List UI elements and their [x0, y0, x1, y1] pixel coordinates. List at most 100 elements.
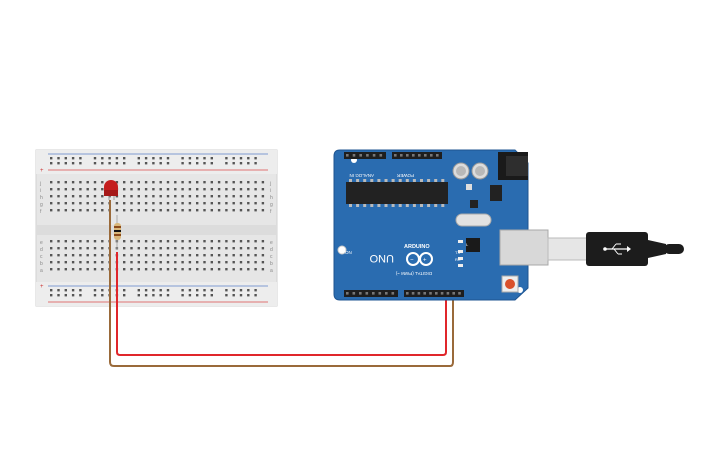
- breadboard-hole[interactable]: [174, 240, 177, 243]
- breadboard-hole[interactable]: [93, 157, 97, 160]
- breadboard-hole[interactable]: [261, 181, 265, 184]
- breadboard-hole[interactable]: [79, 202, 82, 205]
- breadboard-hole[interactable]: [181, 181, 184, 184]
- breadboard-hole[interactable]: [232, 294, 235, 297]
- breadboard-hole[interactable]: [181, 209, 184, 212]
- breadboard-hole[interactable]: [79, 294, 82, 297]
- breadboard-hole[interactable]: [181, 195, 184, 198]
- breadboard-hole[interactable]: [247, 289, 250, 292]
- breadboard-hole[interactable]: [196, 195, 199, 198]
- wires[interactable]: [109, 200, 454, 367]
- digital-pin[interactable]: [391, 292, 395, 295]
- breadboard-hole[interactable]: [166, 268, 170, 271]
- breadboard-hole[interactable]: [64, 268, 67, 271]
- breadboard-hole[interactable]: [203, 181, 206, 184]
- breadboard-hole[interactable]: [71, 294, 75, 297]
- breadboard-hole[interactable]: [166, 157, 170, 160]
- breadboard-hole[interactable]: [64, 247, 67, 250]
- breadboard-hole[interactable]: [181, 294, 184, 297]
- breadboard-hole[interactable]: [196, 247, 199, 250]
- breadboard-hole[interactable]: [232, 209, 235, 212]
- breadboard-hole[interactable]: [71, 247, 75, 250]
- breadboard-hole[interactable]: [130, 261, 133, 264]
- breadboard-hole[interactable]: [71, 202, 75, 205]
- breadboard-hole[interactable]: [188, 157, 192, 160]
- breadboard-hole[interactable]: [130, 240, 133, 243]
- breadboard-hole[interactable]: [217, 254, 221, 257]
- digital-pin[interactable]: [385, 292, 388, 295]
- breadboard-hole[interactable]: [144, 294, 148, 297]
- breadboard-hole[interactable]: [137, 195, 140, 198]
- breadboard-hole[interactable]: [247, 247, 250, 250]
- breadboard-hole[interactable]: [64, 209, 67, 212]
- breadboard-hole[interactable]: [144, 157, 148, 160]
- breadboard-hole[interactable]: [174, 195, 177, 198]
- breadboard-hole[interactable]: [115, 181, 119, 184]
- breadboard-hole[interactable]: [71, 188, 75, 191]
- breadboard-hole[interactable]: [64, 261, 67, 264]
- breadboard-hole[interactable]: [210, 188, 213, 191]
- breadboard-hole[interactable]: [130, 247, 133, 250]
- power-pin[interactable]: [424, 154, 427, 157]
- breadboard-hole[interactable]: [247, 261, 250, 264]
- breadboard-hole[interactable]: [71, 209, 75, 212]
- breadboard-hole[interactable]: [86, 254, 89, 257]
- breadboard-hole[interactable]: [79, 247, 82, 250]
- breadboard-hole[interactable]: [217, 181, 221, 184]
- analog-header[interactable]: [344, 152, 386, 159]
- breadboard-hole[interactable]: [93, 261, 97, 264]
- analog-pin[interactable]: [359, 154, 362, 157]
- breadboard-hole[interactable]: [130, 254, 133, 257]
- breadboard-hole[interactable]: [188, 195, 192, 198]
- breadboard-hole[interactable]: [239, 289, 243, 292]
- breadboard-hole[interactable]: [188, 254, 192, 257]
- breadboard-hole[interactable]: [123, 289, 126, 292]
- breadboard-hole[interactable]: [101, 289, 104, 292]
- breadboard-hole[interactable]: [174, 254, 177, 257]
- breadboard-hole[interactable]: [137, 181, 140, 184]
- breadboard-hole[interactable]: [159, 261, 162, 264]
- digital-pin[interactable]: [446, 292, 450, 295]
- breadboard-hole[interactable]: [166, 289, 170, 292]
- breadboard-hole[interactable]: [50, 188, 53, 191]
- breadboard-hole[interactable]: [71, 268, 75, 271]
- breadboard-hole[interactable]: [130, 188, 133, 191]
- breadboard-hole[interactable]: [254, 202, 257, 205]
- breadboard-hole[interactable]: [50, 157, 53, 160]
- breadboard-hole[interactable]: [232, 240, 235, 243]
- reset-button-cap[interactable]: [505, 279, 515, 289]
- breadboard-hole[interactable]: [144, 268, 148, 271]
- breadboard-hole[interactable]: [181, 157, 184, 160]
- breadboard-hole[interactable]: [239, 268, 243, 271]
- breadboard-hole[interactable]: [64, 294, 67, 297]
- breadboard-hole[interactable]: [71, 162, 75, 165]
- breadboard-hole[interactable]: [247, 209, 250, 212]
- breadboard-hole[interactable]: [137, 162, 140, 165]
- breadboard-hole[interactable]: [86, 261, 89, 264]
- breadboard-hole[interactable]: [232, 202, 235, 205]
- breadboard-hole[interactable]: [159, 247, 162, 250]
- breadboard-hole[interactable]: [166, 162, 170, 165]
- breadboard-hole[interactable]: [123, 188, 126, 191]
- usb-port[interactable]: [499, 229, 549, 266]
- breadboard-hole[interactable]: [79, 254, 82, 257]
- breadboard-hole[interactable]: [71, 289, 75, 292]
- breadboard-hole[interactable]: [101, 188, 104, 191]
- breadboard-hole[interactable]: [137, 202, 140, 205]
- breadboard-hole[interactable]: [261, 247, 265, 250]
- breadboard-hole[interactable]: [239, 294, 243, 297]
- breadboard-hole[interactable]: [254, 157, 257, 160]
- breadboard-hole[interactable]: [93, 162, 97, 165]
- breadboard-hole[interactable]: [225, 162, 228, 165]
- breadboard-hole[interactable]: [188, 188, 192, 191]
- breadboard-hole[interactable]: [203, 268, 206, 271]
- breadboard-hole[interactable]: [152, 209, 155, 212]
- breadboard-hole[interactable]: [144, 181, 148, 184]
- breadboard-hole[interactable]: [181, 268, 184, 271]
- breadboard-hole[interactable]: [261, 195, 265, 198]
- breadboard-hole[interactable]: [101, 261, 104, 264]
- breadboard-hole[interactable]: [57, 294, 60, 297]
- breadboard-hole[interactable]: [123, 195, 126, 198]
- breadboard-hole[interactable]: [188, 261, 192, 264]
- breadboard-hole[interactable]: [196, 289, 199, 292]
